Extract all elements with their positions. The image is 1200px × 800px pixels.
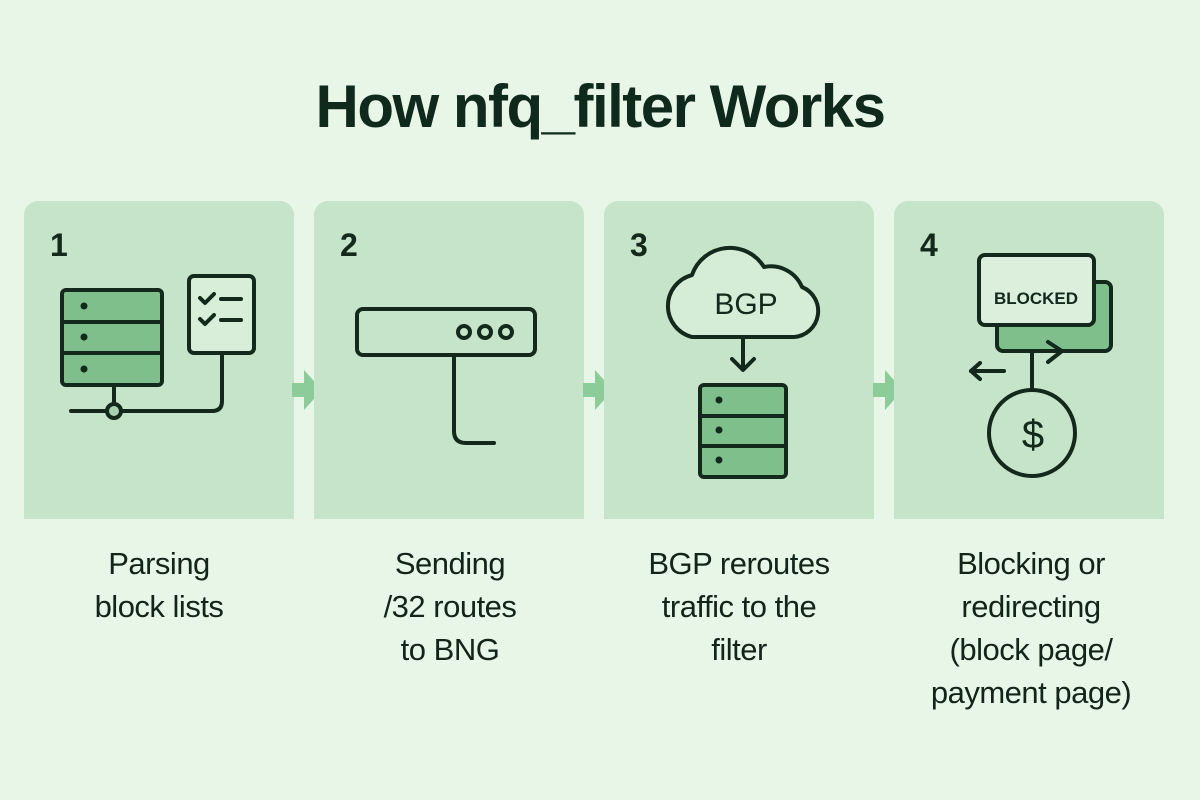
step-caption-4: Blocking or redirecting (block page/ pay…	[886, 542, 1176, 714]
step-panel-2: 2	[314, 201, 584, 519]
caption-line: to BNG	[400, 632, 500, 667]
flow-arrow-3-to-4	[873, 368, 903, 417]
step-number: 2	[340, 227, 358, 263]
caption-line: Blocking or	[957, 546, 1105, 581]
step-number: 3	[630, 227, 648, 263]
server-with-checklist-icon	[60, 274, 256, 420]
step-caption-1: Parsing block lists	[14, 542, 304, 628]
caption-line: BGP reroutes	[648, 546, 830, 581]
caption-line: traffic to the	[661, 589, 817, 624]
caption-line: redirecting	[961, 589, 1101, 624]
step-number: 1	[50, 227, 68, 263]
flow-arrow-1-to-2	[292, 368, 322, 417]
caption-line: (block page/	[949, 632, 1113, 667]
step-number: 4	[920, 227, 938, 263]
dollar-sign-icon: $	[1022, 413, 1044, 457]
step-caption-3: BGP reroutes traffic to the filter	[594, 542, 884, 671]
caption-line: /32 routes	[383, 589, 517, 624]
step-panel-3: 3 BGP	[604, 201, 874, 519]
router-icon	[355, 307, 537, 445]
blocked-page-redirect-payment-icon: BLOCKED $	[969, 253, 1113, 478]
caption-line: filter	[711, 632, 767, 667]
diagram-title: How nfq_filter Works	[315, 73, 886, 140]
bgp-cloud-to-server-icon: BGP	[665, 245, 821, 479]
step-panel-4: 4 BLOCKED $	[894, 201, 1164, 519]
bgp-label: BGP	[714, 288, 777, 321]
caption-line: payment page)	[930, 675, 1132, 710]
caption-line: block lists	[94, 589, 224, 624]
step-caption-2: Sending /32 routes to BNG	[305, 542, 595, 671]
blocked-label: BLOCKED	[994, 289, 1078, 308]
flow-arrow-2-to-3	[583, 368, 613, 417]
step-panel-1: 1	[24, 201, 294, 519]
caption-line: Sending	[394, 546, 506, 581]
caption-line: Parsing	[108, 546, 210, 581]
